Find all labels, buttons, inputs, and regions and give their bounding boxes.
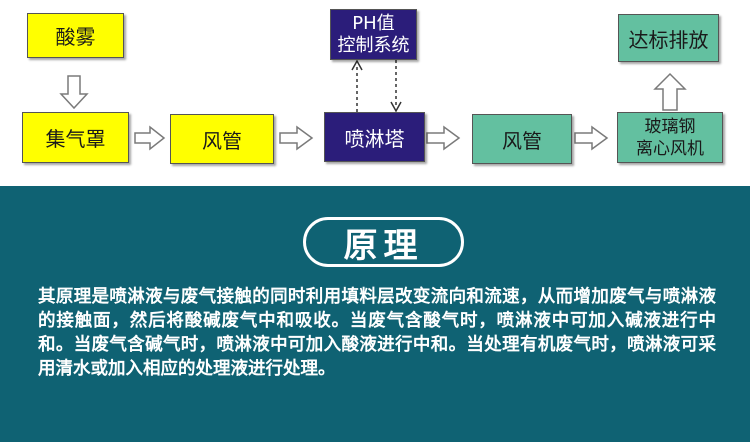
- duct-node-2: 风管: [472, 114, 572, 164]
- right-arrow-icon: [426, 125, 461, 151]
- right-arrow-icon: [279, 125, 314, 151]
- fan-label-line1: 玻璃钢: [644, 116, 696, 137]
- principle-title-text: 原理: [343, 225, 424, 266]
- duct-node-1: 风管: [170, 114, 274, 164]
- acid-mist-node: 酸雾: [27, 13, 124, 58]
- ph-control-label-line2: 控制系统: [337, 34, 410, 56]
- spray-tower-node: 喷淋塔: [324, 112, 425, 162]
- acid-mist-label: 酸雾: [55, 25, 96, 49]
- up-arrow-icon: [653, 72, 687, 111]
- flow-arrows: [59, 59, 687, 151]
- dotted-arrow-icon: [351, 59, 363, 112]
- right-arrow-icon: [574, 125, 609, 151]
- ph-control-node: PH值 控制系统: [330, 9, 417, 60]
- hood-label: 集气罩: [45, 127, 106, 151]
- process-flow-diagram: 酸雾 集气罩 风管 喷淋塔 PH值 控制系统 风管 玻璃钢 离心风机 达标排放: [0, 0, 750, 186]
- principle-paragraph: 其原理是喷淋液与废气接触的同时利用填料层改变流向和流速，从而增加废气与喷淋液的接…: [38, 287, 716, 379]
- principle-section: [0, 186, 750, 442]
- ph-control-label-line1: PH值: [352, 12, 395, 34]
- duct-label-2: 风管: [502, 128, 542, 153]
- centrifugal-fan-node: 玻璃钢 离心风机: [617, 112, 723, 163]
- hood-node: 集气罩: [22, 112, 129, 163]
- discharge-label: 达标排放: [628, 27, 709, 52]
- dotted-arrow-icon: [390, 60, 402, 113]
- fan-label-line2: 离心风机: [636, 138, 704, 159]
- principle-title: 原理: [303, 217, 464, 267]
- spray-tower-label: 喷淋塔: [344, 126, 405, 151]
- down-arrow-icon: [59, 75, 89, 110]
- discharge-node: 达标排放: [618, 14, 719, 62]
- duct-label-1: 风管: [202, 128, 242, 153]
- right-arrow-icon: [134, 125, 166, 151]
